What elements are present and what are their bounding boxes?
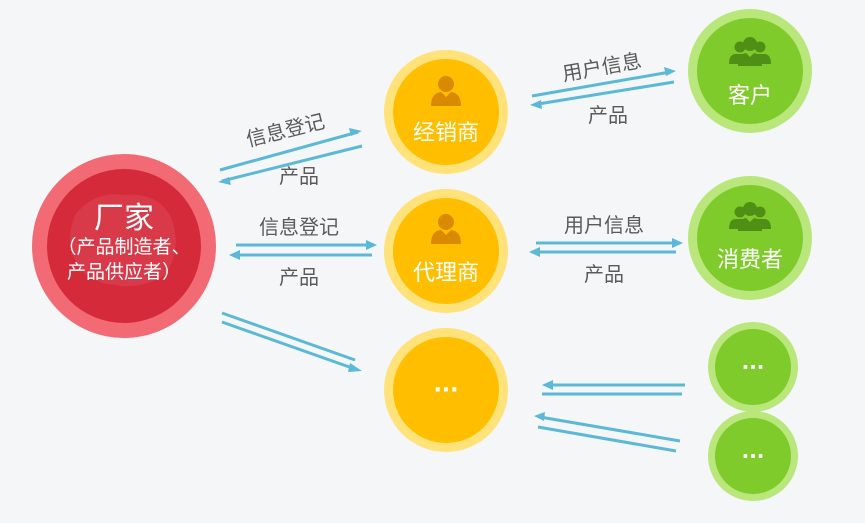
arrow-pair-more-right-bottom [534, 412, 681, 453]
factory-node: 厂家 （产品制造者、 产品供应者） [32, 154, 216, 338]
arrow-pair-more-right-top [542, 380, 685, 396]
map-watermark [70, 194, 176, 287]
agent-node: 代理商 [384, 189, 508, 313]
more-right-node-2: ··· [708, 411, 798, 501]
more-right-1-label: ··· [742, 355, 765, 379]
agent-label: 代理商 [413, 261, 479, 286]
dealer-label: 经销商 [413, 121, 479, 146]
arrow-pair-dealer-customer [530, 67, 676, 109]
consumer-node: 消费者 [688, 176, 812, 300]
arrow-pair-factory-dealer [218, 128, 363, 185]
edge-label-agent-consumer-bottom: 产品 [584, 262, 624, 286]
dealer-node: 经销商 [384, 50, 508, 174]
factory-subtitle-line2: 产品供应者） [67, 261, 181, 283]
arrow-pair-factory-agent [229, 240, 377, 260]
edge-label-factory-agent-top: 信息登记 [259, 215, 339, 239]
more-middle-label: ··· [433, 378, 458, 403]
factory-title: 厂家 [94, 201, 154, 236]
consumer-label: 消费者 [717, 248, 783, 273]
factory-subtitle-line1: （产品制造者、 [57, 236, 190, 258]
customer-node: 客户 [688, 9, 812, 133]
more-middle-node: ··· [384, 328, 508, 452]
customer-label: 客户 [728, 84, 772, 109]
arrow-pair-factory-more [221, 311, 362, 372]
edge-label-factory-agent-bottom: 产品 [279, 265, 319, 289]
arrow-pair-agent-consumer [529, 238, 683, 257]
edge-label-agent-consumer-top: 用户信息 [564, 213, 644, 237]
more-right-2-label: ··· [742, 444, 765, 468]
more-right-node-1: ··· [708, 322, 798, 412]
edge-label-factory-dealer-bottom: 产品 [279, 164, 319, 188]
edge-label-dealer-customer-bottom: 产品 [588, 103, 628, 127]
